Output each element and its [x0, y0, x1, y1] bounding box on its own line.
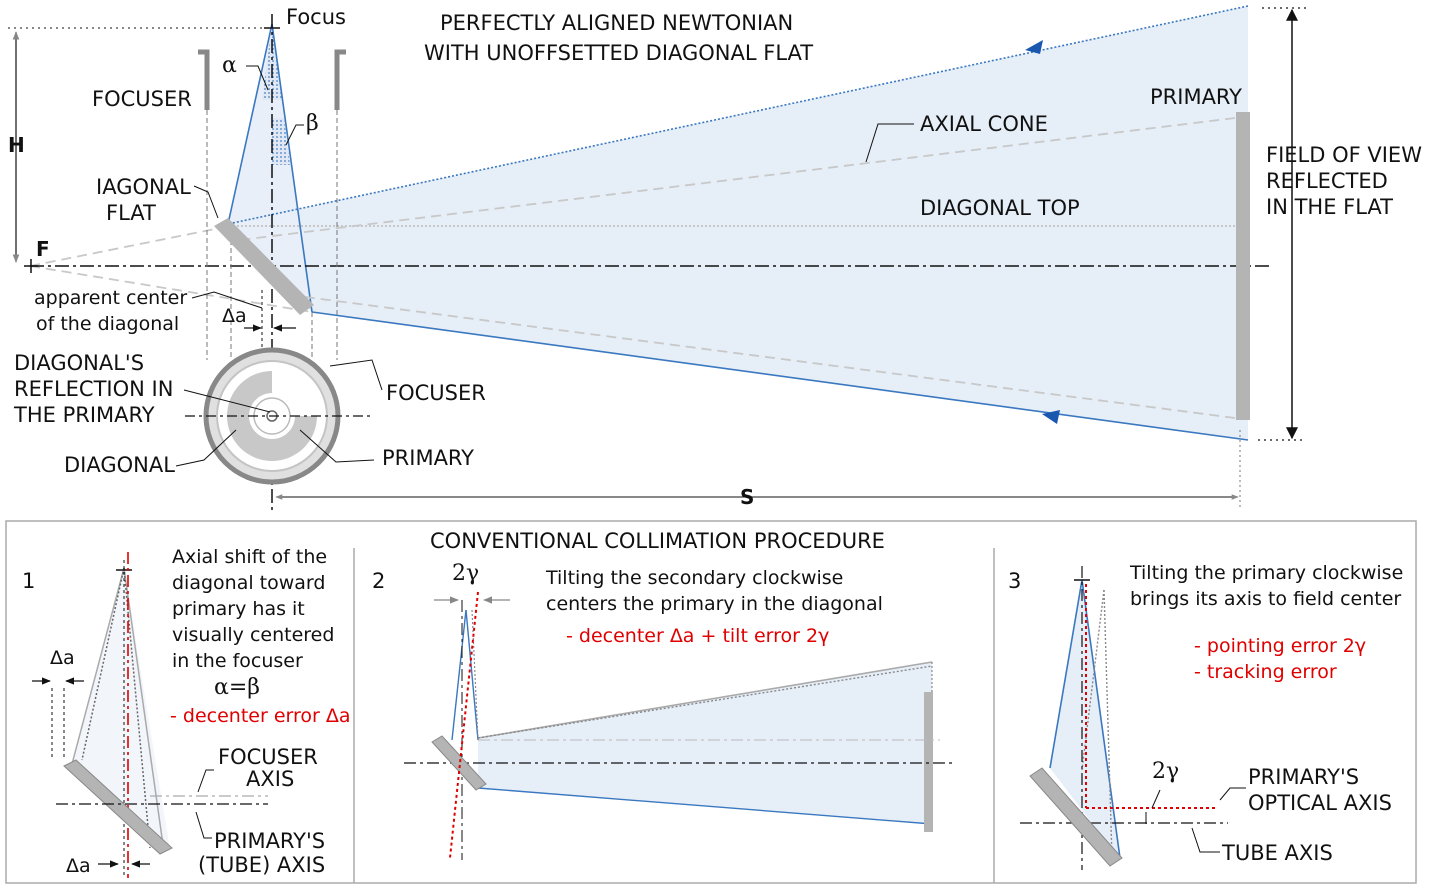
- step3-error-1: - pointing error 2γ: [1194, 635, 1366, 657]
- step3-diagonal: [1029, 767, 1123, 867]
- focus-label: Focus: [286, 5, 346, 29]
- procedure-title: CONVENTIONAL COLLIMATION PROCEDURE: [430, 529, 885, 553]
- step2-cone: [478, 662, 932, 824]
- step1-primary-axis-2: (TUBE) AXIS: [198, 853, 325, 877]
- reflection-label-1: DIAGONAL'S: [14, 351, 144, 375]
- step1-equation: α=β: [214, 675, 260, 700]
- axial-cone-label: AXIAL CONE: [920, 112, 1048, 136]
- eyepiece-view: [185, 347, 370, 485]
- step2-error: - decenter Δa + tilt error 2γ: [566, 625, 829, 647]
- step3-gamma: 2γ: [1152, 759, 1179, 784]
- step1-text-3: primary has it: [172, 598, 305, 620]
- diagonal-top-label: DIAGONAL TOP: [920, 196, 1080, 220]
- s-label: S: [740, 485, 754, 509]
- focuser-wall-left: [198, 49, 210, 110]
- primary-label: PRIMARY: [1150, 85, 1242, 109]
- primary-mirror: [1236, 112, 1250, 420]
- h-label: H: [8, 133, 25, 157]
- step2-number: 2: [372, 569, 385, 593]
- apparent-label-2: of the diagonal: [36, 313, 179, 335]
- step-2: 2 2γ Tilting the secondary clockwise cen…: [372, 561, 952, 860]
- step2-primary: [924, 692, 933, 832]
- procedure-panel: CONVENTIONAL COLLIMATION PROCEDURE 1 Axi…: [5, 520, 1417, 884]
- step1-focuser-axis-1: FOCUSER: [218, 745, 318, 769]
- step3-cone: [1050, 580, 1120, 860]
- leader-primary: [299, 429, 375, 463]
- step2-gamma: 2γ: [452, 561, 479, 586]
- diagonal-flat: [214, 218, 314, 315]
- diag-flat-label-1: IAGONAL: [96, 175, 191, 199]
- reflection-label-2: REFLECTION IN: [14, 377, 173, 401]
- leader-beta: [285, 124, 304, 146]
- step3-number: 3: [1008, 569, 1021, 593]
- leader-axial-cone: [865, 123, 914, 163]
- step1-diagonal: [63, 759, 173, 855]
- step2-diagonal: [431, 735, 487, 791]
- step1-primary-axis-1: PRIMARY'S: [214, 829, 325, 853]
- fov-label-3: IN THE FLAT: [1266, 195, 1393, 219]
- step1-text-1: Axial shift of the: [172, 546, 327, 568]
- step3-error-2: - tracking error: [1194, 661, 1337, 683]
- leader-diagonal: [175, 429, 237, 467]
- focuser-eyepiece-label: FOCUSER: [386, 381, 486, 405]
- alpha-label: α: [222, 53, 237, 78]
- primary-eyepiece-label: PRIMARY: [382, 446, 474, 470]
- leader-apparent: [191, 291, 263, 309]
- ray-bottom: [311, 311, 1249, 441]
- main-title-1: PERFECTLY ALIGNED NEWTONIAN: [440, 11, 793, 35]
- ray-up-right: [271, 23, 313, 313]
- leader-focuser: [329, 359, 383, 391]
- leader-reflection: [183, 389, 271, 413]
- diag-flat-label-2: FLAT: [106, 201, 156, 225]
- leader-alpha: [246, 65, 269, 91]
- step-1: 1 Axial shift of the diagonal toward pri…: [22, 546, 351, 878]
- step1-focuser-axis-2: AXIS: [246, 767, 294, 791]
- step3-tube-axis: TUBE AXIS: [1221, 841, 1333, 865]
- f-label: F: [36, 237, 50, 261]
- apparent-label-1: apparent center: [34, 287, 187, 309]
- step3-text-2: brings its axis to field center: [1130, 588, 1401, 610]
- light-cone: [228, 6, 1248, 440]
- ray-top: [227, 5, 1249, 225]
- step1-text-5: in the focuser: [172, 650, 303, 672]
- step3-optical-axis-1: PRIMARY'S: [1248, 765, 1359, 789]
- step1-error: - decenter error Δa: [170, 705, 351, 727]
- step1-delta-bottom: Δa: [66, 855, 91, 877]
- beta-label: β: [306, 111, 319, 136]
- main-title-2: WITH UNOFFSETTED DIAGONAL FLAT: [424, 41, 813, 65]
- focuser-top-label: FOCUSER: [92, 87, 192, 111]
- step-3: 3 Tilting the primary clockwise brings i…: [1008, 562, 1403, 870]
- step1-delta-top: Δa: [50, 647, 75, 669]
- fov-label-1: FIELD OF VIEW: [1266, 143, 1422, 167]
- f-ray-upper: [29, 225, 231, 267]
- ray-arrow-bottom: [1042, 410, 1060, 424]
- step1-number: 1: [22, 569, 35, 593]
- main-diagram: PERFECTLY ALIGNED NEWTONIAN WITH UNOFFSE…: [8, 5, 1422, 510]
- step2-text-1: Tilting the secondary clockwise: [545, 567, 843, 589]
- step3-text-1: Tilting the primary clockwise: [1129, 562, 1403, 584]
- step2-red-axis: [449, 591, 479, 859]
- fov-label-2: REFLECTED: [1266, 169, 1388, 193]
- alpha-hatch: [262, 24, 282, 100]
- delta-label: Δa: [222, 305, 247, 327]
- step3-optical-axis-2: OPTICAL AXIS: [1248, 791, 1392, 815]
- diagonal-label: DIAGONAL: [64, 453, 175, 477]
- ray-arrow-top: [1025, 40, 1043, 54]
- ray-up-left: [227, 23, 273, 225]
- axial-cone-upper: [239, 117, 1236, 241]
- leader-diag-flat: [193, 185, 219, 219]
- beta-hatch: [272, 118, 290, 165]
- reflection-label-3: THE PRIMARY: [13, 403, 155, 427]
- step2-text-2: centers the primary in the diagonal: [546, 593, 883, 615]
- step1-text-4: visually centered: [172, 624, 334, 646]
- focuser-wall-right: [334, 49, 346, 110]
- step1-text-2: diagonal toward: [172, 572, 325, 594]
